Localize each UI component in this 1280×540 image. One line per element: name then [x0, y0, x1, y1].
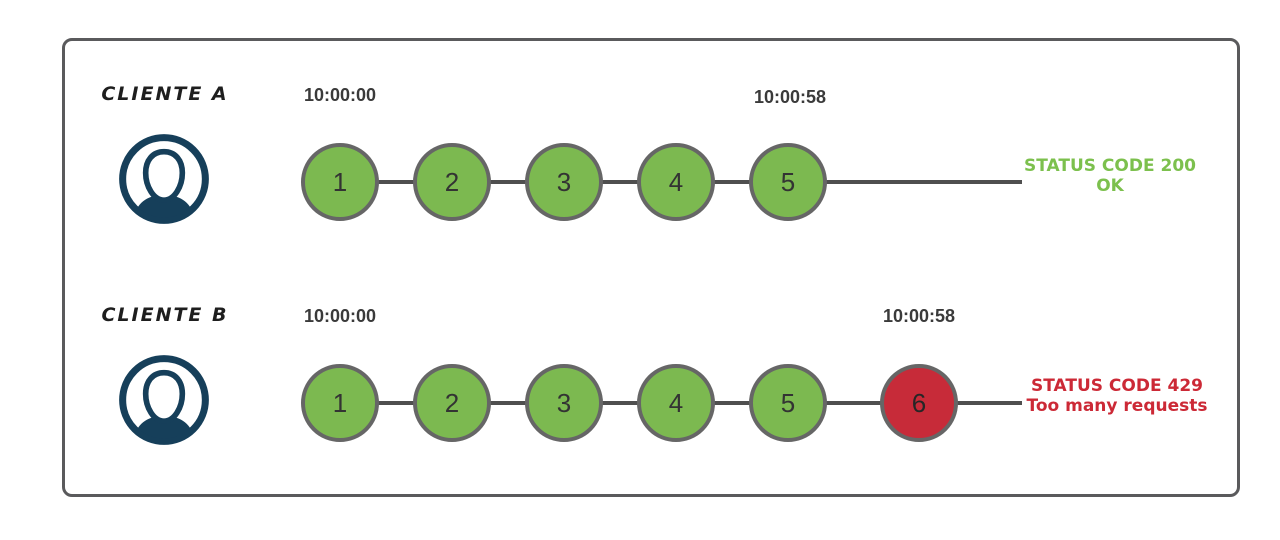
row-a-request-5: 5 — [749, 143, 827, 221]
client-b-avatar-icon — [119, 355, 209, 445]
row-a-request-4: 4 — [637, 143, 715, 221]
row-a-status-message: OK — [1096, 176, 1124, 196]
row-b-request-1: 1 — [301, 364, 379, 442]
row-b-request-2: 2 — [413, 364, 491, 442]
row-b-request-4: 4 — [637, 364, 715, 442]
row-b-end-timestamp: 10:00:58 — [882, 306, 956, 326]
row-b-request-6-rejected: 6 — [880, 364, 958, 442]
row-a-request-2: 2 — [413, 143, 491, 221]
row-b-status: STATUS CODE 429 Too many requests — [1024, 376, 1210, 416]
row-b-start-timestamp: 10:00:00 — [303, 306, 377, 326]
row-a-request-1: 1 — [301, 143, 379, 221]
row-a-status-code: STATUS CODE 200 — [1024, 156, 1196, 176]
row-a-start-timestamp: 10:00:00 — [303, 85, 377, 105]
row-a-status: STATUS CODE 200 OK — [1024, 156, 1196, 196]
row-b-request-3: 3 — [525, 364, 603, 442]
row-b-request-5: 5 — [749, 364, 827, 442]
client-a-avatar-icon — [119, 134, 209, 224]
row-b-status-message: Too many requests — [1026, 396, 1208, 416]
row-a-end-timestamp: 10:00:58 — [753, 87, 827, 107]
client-a-label: CLIENTE A — [101, 83, 229, 105]
row-b-status-code: STATUS CODE 429 — [1031, 376, 1203, 396]
client-b-label: CLIENTE B — [101, 304, 229, 326]
row-a-request-3: 3 — [525, 143, 603, 221]
